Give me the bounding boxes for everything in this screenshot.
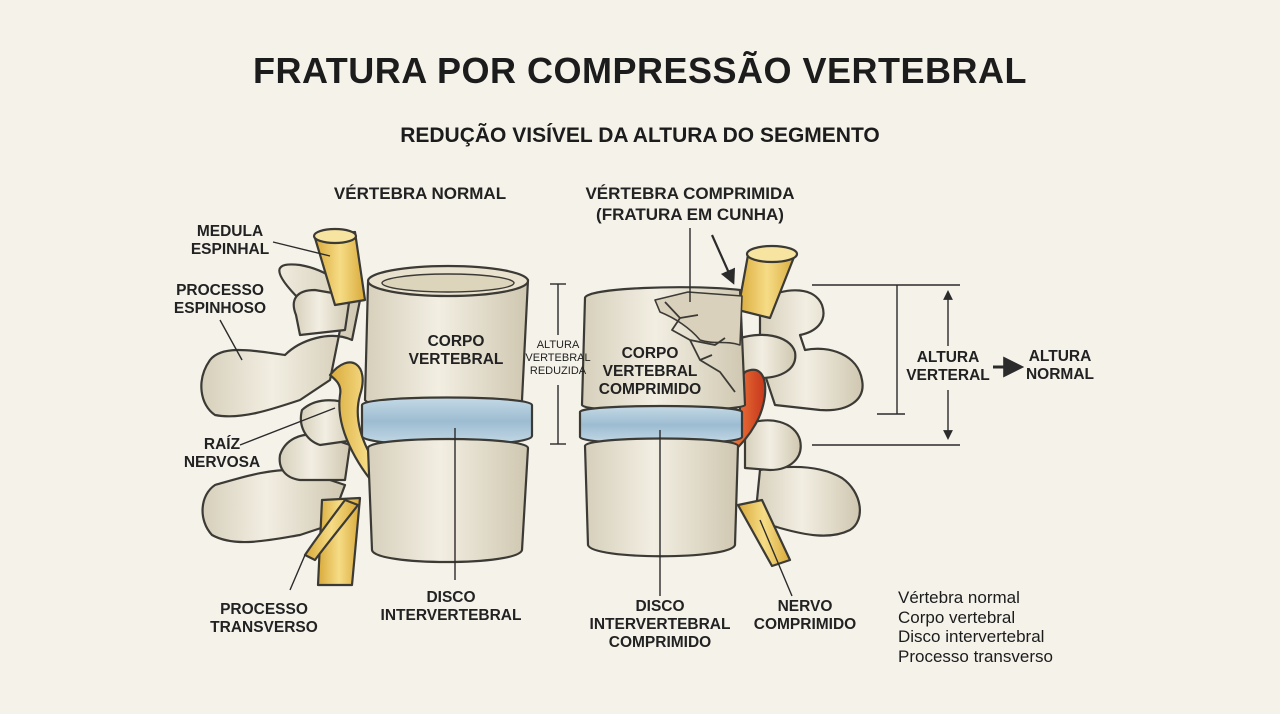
compressed-vertebra-heading: VÉRTEBRA COMPRIMIDA (FRATURA EM CUNHA): [585, 184, 795, 224]
leader-lines-compressed: [659, 228, 793, 597]
height-guides: [812, 284, 960, 446]
compressed-disc-label: DISCO INTERVERTEBRAL COMPRIMIDO: [589, 598, 731, 651]
normal-vertebra-heading: VÉRTEBRA NORMAL: [333, 184, 507, 203]
spinous-process-upper: [758, 289, 864, 412]
vertebral-body-label: CORPO VERTEBRAL: [408, 333, 504, 368]
process-knob-lower: [278, 433, 352, 482]
spinous-process-label: PROCESSO ESPINHOSO: [173, 282, 267, 317]
nerve-root-lower: [303, 498, 360, 562]
page-title: FRATURA POR COMPRESSÃO VERTEBRAL: [252, 50, 1028, 91]
page-subtitle: REDUÇÃO VISÍVEL DA ALTURA DO SEGMENTO: [400, 124, 880, 147]
nerve-root-label: RAÍZ NERVOSA: [183, 436, 261, 471]
height-normal-label: ALTURA NORMAL: [1025, 348, 1095, 383]
normal-vertebra: [200, 227, 534, 587]
spinal-cord-lower: [316, 496, 362, 587]
vertebral-body-lower: [366, 437, 530, 564]
vertebral-body-lower: [583, 437, 740, 558]
compressed-nerve-label: NERVO COMPRIMIDO: [753, 598, 857, 633]
fracture-crack: [664, 301, 736, 393]
legend-item: Disco intervertebral: [898, 627, 1045, 646]
process-knob-lower: [743, 419, 802, 472]
spinal-cord-lower: [736, 498, 792, 568]
process-knob-mid: [733, 333, 797, 380]
legend-item: Processo transverso: [898, 646, 1053, 666]
leader-lines-normal: [219, 241, 456, 591]
legend-item: Corpo vertebral: [898, 607, 1016, 627]
fracture-arrow: [710, 234, 736, 285]
fracture-wedge: [654, 291, 743, 346]
transverse-process-lower: [753, 465, 861, 537]
compressed-vertebra: [578, 244, 864, 568]
height-reduced-label: ALTURA VERTEBRAL REDUZIDA: [525, 339, 591, 377]
intervertebral-disc: [360, 396, 534, 447]
height-bracket-reduced: [550, 283, 566, 445]
legend: Vértebra normal Corpo vertebral Disco in…: [898, 588, 1053, 666]
height-vertebral-label: ALTURA VERTERAL: [906, 349, 990, 384]
compressed-body-label: CORPO VERTEBRAL COMPRIMIDO: [598, 345, 702, 398]
legend-item: Vértebra normal: [898, 588, 1020, 607]
intervertebral-disc-label: DISCO INTERVERTEBRAL: [380, 589, 522, 624]
transverse-process-label: PROCESSO TRANSVERSO: [210, 601, 318, 636]
spinal-cord-label: MEDULA ESPINHAL: [190, 223, 270, 258]
transverse-process-lower: [201, 468, 347, 544]
